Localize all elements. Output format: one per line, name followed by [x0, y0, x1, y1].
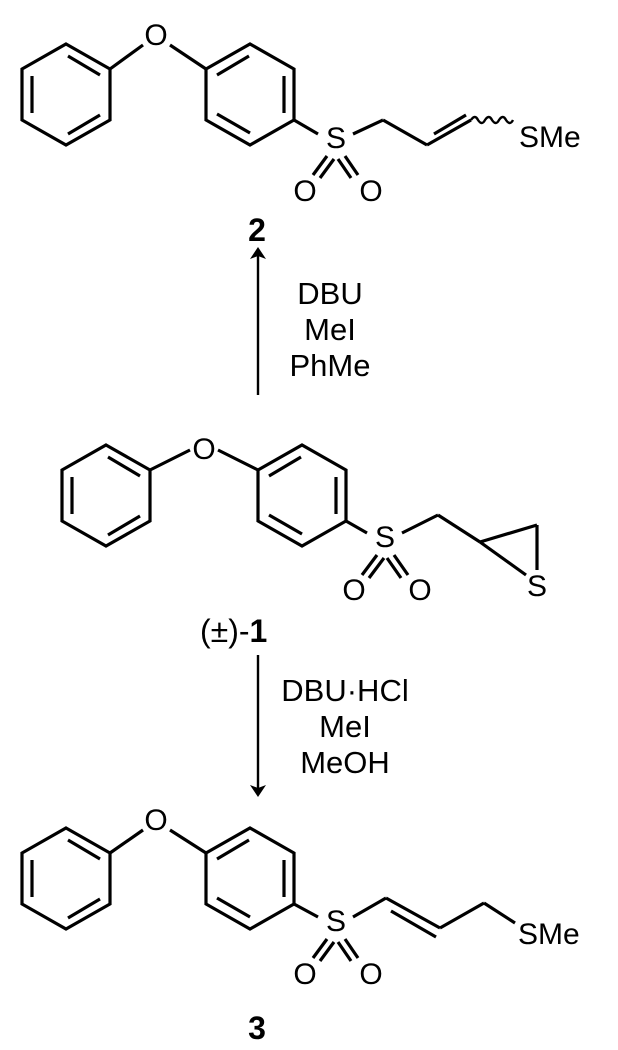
thioether-group: SMe	[518, 918, 580, 951]
oxo-atom-right: O	[408, 574, 431, 607]
phenyl-ring	[60, 443, 152, 548]
oxygen-atom: O	[192, 433, 215, 466]
so-bond-right	[343, 938, 360, 959]
thioether-group: SMe	[519, 121, 581, 154]
compound-label: (±)-1	[200, 613, 267, 649]
phenylene-ring	[204, 42, 296, 147]
sulfur-ch2-bond	[401, 513, 439, 535]
so-bond-right-2	[385, 557, 403, 579]
oxo-atom-right: O	[359, 175, 382, 208]
sulfur-atom: S	[326, 122, 346, 155]
reagent-line: PhMe	[290, 348, 371, 383]
aryl-sulfur-bond	[293, 902, 319, 919]
alkene-bond	[385, 896, 441, 930]
oxygen-atom: O	[144, 19, 167, 52]
so-bond-left-2	[367, 557, 386, 579]
phenyl-ring	[20, 42, 112, 147]
so-bond-right	[343, 155, 360, 176]
ch2-s-bond	[483, 901, 516, 925]
oxo-atom-right: O	[359, 958, 382, 991]
so-bond-left	[311, 938, 329, 959]
alkene-bond-inner	[433, 113, 467, 136]
ch-ch2-bond	[439, 901, 485, 930]
ether-bond-right	[169, 43, 207, 71]
ether-bond-left	[109, 828, 144, 855]
alkene-bond-inner	[390, 909, 437, 939]
sulfur-ch-bond	[352, 896, 387, 919]
wavy-bond	[470, 115, 515, 125]
ch2-ch-bond	[382, 118, 428, 147]
reagent-line: DBU	[297, 276, 362, 311]
so-bond-left-2	[318, 941, 336, 962]
ether-bond-left	[109, 43, 144, 71]
ether-bond-right	[169, 828, 207, 855]
reaction-arrow-up: DBU MeI PhMe	[250, 247, 371, 395]
aryl-sulfur-bond	[293, 118, 319, 136]
aryl-sulfur-bond	[345, 519, 368, 535]
compound-label: 2	[248, 212, 266, 248]
reagent-line: MeOH	[300, 745, 390, 780]
ch2-ch-bond	[437, 513, 481, 544]
ether-bond-left	[149, 448, 191, 472]
compound-3: O S O O SMe 3	[20, 804, 580, 1046]
oxygen-atom: O	[144, 804, 167, 837]
compound-label: 3	[248, 1010, 266, 1046]
sulfur-atom: S	[326, 905, 346, 938]
reagent-line: MeI	[319, 709, 371, 744]
thiirane-ring	[479, 523, 539, 577]
ring-sulfur-atom: S	[527, 570, 547, 603]
so-bond-right-2	[336, 941, 353, 962]
sulfur-atom: S	[375, 521, 395, 554]
so-bond-right	[392, 554, 410, 576]
phenyl-ring	[20, 826, 112, 931]
so-bond-left	[360, 554, 379, 576]
reagent-line: MeI	[304, 312, 356, 347]
reaction-arrow-down: DBU·HCl MeI MeOH	[250, 655, 409, 797]
phenylene-ring	[204, 826, 296, 931]
phenylene-ring	[256, 443, 348, 548]
reagent-line: DBU·HCl	[281, 673, 408, 708]
compound-2: O S O O SMe 2	[20, 19, 581, 248]
ether-bond-right	[217, 448, 259, 472]
so-bond-left-2	[318, 158, 336, 179]
oxo-atom-left: O	[342, 574, 365, 607]
compound-1: O S O O S (±)-1	[60, 433, 547, 649]
so-bond-right-2	[336, 158, 353, 179]
so-bond-left	[311, 155, 329, 176]
oxo-atom-left: O	[293, 175, 316, 208]
oxo-atom-left: O	[293, 958, 316, 991]
sulfur-ch2-bond	[352, 118, 384, 136]
alkene-bond	[426, 118, 472, 147]
